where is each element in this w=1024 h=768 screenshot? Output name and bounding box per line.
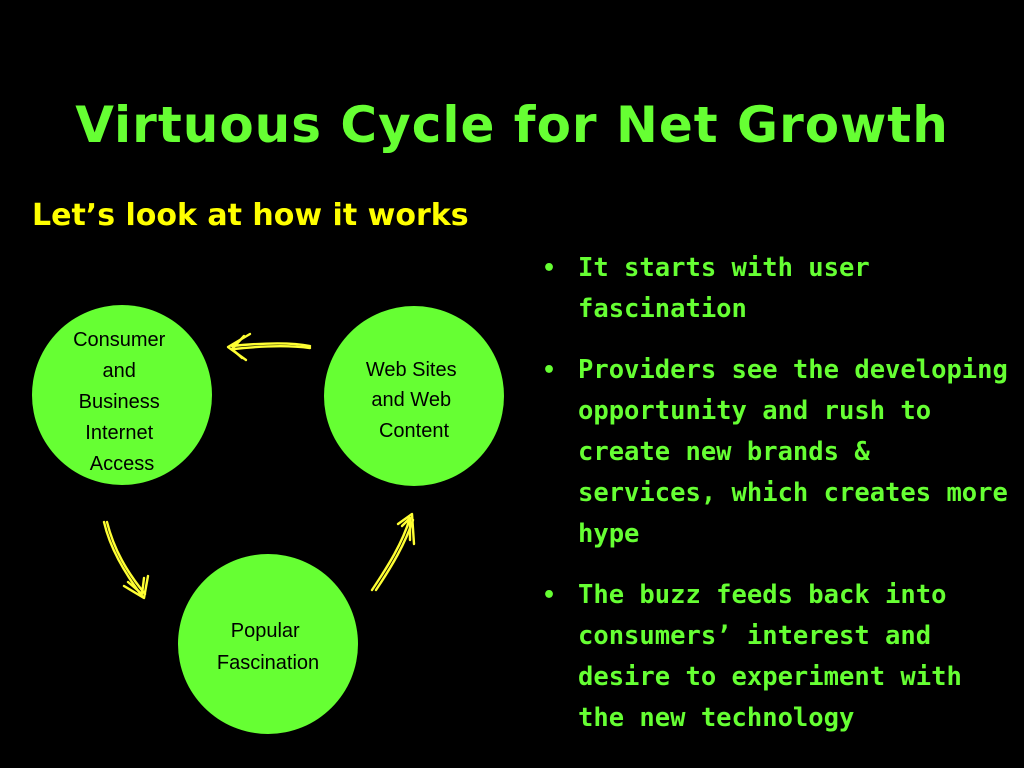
bullet-item: • It starts with user fascination [536,248,1020,330]
node-internet-access-circle [32,305,212,485]
arrow-shaft [105,520,147,596]
slide-title: Virtuous Cycle for Net Growth [75,96,949,154]
arrow-shaft [370,516,412,592]
bullet-text: It starts with user fascination [578,253,870,324]
bullet-marker: • [542,583,557,608]
node-label-line: Popular [231,620,300,642]
arrow-fascination-to-content [370,512,416,592]
node-internet-access-label: Consumer and Business Internet Access [73,329,171,475]
arrow-shaft [230,342,312,348]
bullet-text: Providers see the developing opportunity… [578,355,1008,549]
bullet-list: • It starts with user fascination • Prov… [536,248,1020,759]
node-label-line: and [103,360,136,382]
node-web-content: Web Sites and Web Content [324,306,504,486]
arrowhead [230,334,246,360]
node-internet-access: Consumer and Business Internet Access [32,305,212,485]
arrowhead [122,574,150,600]
bullet-item: • Providers see the developing opportuni… [536,350,1020,555]
arrowhead [396,512,416,546]
node-label-line: Fascination [217,652,319,674]
arrow-access-to-fascination [102,520,150,600]
bullet-text: The buzz feeds back into consumers’ inte… [578,580,962,733]
bullet-marker: • [542,358,557,383]
arrow-content-to-access [226,332,312,362]
node-label-line: and Web [371,389,451,411]
node-web-content-circle [324,306,504,486]
node-label-line: Web Sites [366,359,457,381]
node-label-line: Access [90,453,154,475]
node-popular-fascination-circle [178,554,358,734]
arrow-shaft [232,344,312,351]
node-popular-fascination-label: Popular Fascination [217,620,319,674]
virtuous-cycle-diagram: Consumer and Business Internet Access We… [32,305,504,734]
node-label-line: Consumer [73,329,166,351]
arrowhead [126,576,146,596]
node-popular-fascination: Popular Fascination [178,554,358,734]
bullet-item: • The buzz feeds back into consumers’ in… [536,575,1020,739]
node-label-line: Internet [85,422,153,444]
node-label-line: Business [79,391,160,413]
bullet-marker: • [542,256,557,281]
slide-subtitle: Let’s look at how it works [32,198,469,233]
arrowhead [400,516,412,542]
node-web-content-label: Web Sites and Web Content [366,359,462,442]
node-label-line: Content [379,420,449,442]
